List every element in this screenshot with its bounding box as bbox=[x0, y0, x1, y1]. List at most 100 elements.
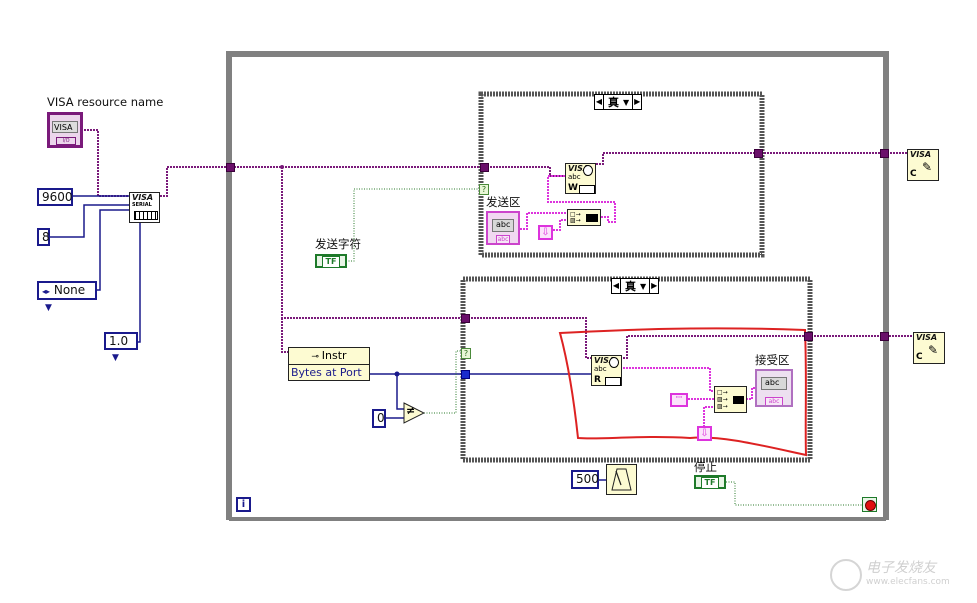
concat-inputs-icon: □→▨→▨→ bbox=[717, 389, 728, 410]
wire-visa-to-prop bbox=[281, 318, 290, 353]
case-structure-send bbox=[478, 91, 765, 258]
data-bits-constant[interactable]: 8 bbox=[37, 228, 50, 246]
node-title: VISA bbox=[910, 150, 932, 159]
string-type-footer: abc bbox=[765, 397, 783, 405]
visa-resource-value: VISA bbox=[52, 121, 78, 133]
case-tunnel-visa-out-top bbox=[754, 149, 763, 158]
end-of-line-constant-icon[interactable]: ⇩ bbox=[538, 225, 553, 240]
node-title: VISA bbox=[594, 356, 616, 365]
stop-sign-icon bbox=[865, 500, 876, 511]
close-door-icon: ✎ bbox=[928, 343, 939, 357]
concat-inputs-icon: □→▨→ bbox=[570, 211, 581, 224]
visa-close-node-2[interactable]: VISA C ✎ bbox=[913, 332, 945, 364]
visa-io-footer: I/O bbox=[56, 137, 76, 145]
case-tunnel-visa-in-bottom bbox=[461, 314, 470, 323]
node-mode: R bbox=[594, 375, 601, 385]
baud-rate-constant[interactable]: 9600 bbox=[37, 188, 73, 206]
case-tunnel-visa-out-bottom bbox=[804, 332, 813, 341]
wire-concat-out bbox=[547, 175, 616, 223]
node-subtitle: abc bbox=[594, 365, 607, 373]
wire-bytes-branch bbox=[396, 374, 404, 410]
case-selector-receive[interactable]: ◀ 真 ▼ ▶ bbox=[611, 278, 660, 294]
case-tunnel-visa-in-top bbox=[480, 163, 489, 172]
not-equal-node[interactable] bbox=[403, 402, 425, 424]
stop-bits-ring[interactable]: 1.0 ▼ bbox=[104, 332, 138, 363]
wire-visa-top-case bbox=[484, 166, 566, 177]
visa-configure-serial-node[interactable]: VISA SERIAL bbox=[129, 192, 160, 223]
node-mode: W bbox=[568, 183, 578, 193]
case-selector-terminal-bottom: ? bbox=[461, 348, 471, 359]
watermark-logo-icon bbox=[830, 559, 862, 591]
loop-tunnel-visa-out-1 bbox=[880, 149, 889, 158]
wait-ms-constant[interactable]: 500 bbox=[571, 470, 599, 489]
wait-ms-node[interactable] bbox=[606, 464, 637, 495]
parity-value: None bbox=[53, 283, 86, 297]
wire-visa-branch bbox=[281, 167, 465, 319]
concatenate-strings-node-receive[interactable]: □→▨→▨→ bbox=[714, 386, 747, 413]
clock-icon bbox=[583, 165, 593, 176]
loop-condition-terminal[interactable] bbox=[862, 497, 877, 512]
dropdown-arrow-icon: ▼ bbox=[45, 303, 52, 313]
stop-bits-value: 1.0 bbox=[109, 334, 129, 348]
node-mode: C bbox=[910, 169, 917, 179]
boolean-tf: TF bbox=[700, 477, 720, 489]
while-loop-frame bbox=[226, 51, 889, 520]
wire-databits bbox=[49, 204, 130, 238]
wire-visa-write-out bbox=[596, 152, 758, 165]
end-of-line-constant-icon[interactable]: ⇩ bbox=[697, 426, 712, 441]
prev-case-icon[interactable]: ◀ bbox=[612, 279, 621, 293]
wire-junction bbox=[394, 371, 400, 377]
case-selector-send[interactable]: ◀ 真 ▼ ▶ bbox=[594, 94, 643, 110]
zero-constant[interactable]: 0 bbox=[372, 409, 386, 428]
iteration-terminal: i bbox=[236, 497, 251, 512]
receive-area-indicator: abc abc bbox=[755, 369, 793, 407]
buffer-icon bbox=[579, 185, 595, 194]
watermark-url: www.elecfans.com bbox=[866, 577, 950, 587]
concat-output-icon bbox=[586, 214, 598, 222]
visa-write-node[interactable]: VISA abc W bbox=[565, 163, 596, 194]
send-area-value: abc bbox=[492, 219, 514, 232]
wire-visa-read-out bbox=[620, 335, 808, 359]
wire-send-text bbox=[520, 212, 567, 230]
concatenate-strings-node-send[interactable]: □→▨→ bbox=[567, 209, 601, 226]
stop-boolean[interactable]: TF bbox=[694, 475, 726, 489]
property-node[interactable]: ⊸ Instr Bytes at Port bbox=[288, 347, 370, 381]
visa-read-node[interactable]: VISA abc R bbox=[591, 355, 622, 386]
property-bytes-at-port[interactable]: Bytes at Port bbox=[291, 366, 362, 379]
send-area-label: 发送区 bbox=[486, 195, 521, 209]
string-type-footer: abc bbox=[496, 235, 510, 243]
wire-visa-bottom-case bbox=[465, 317, 592, 359]
dropdown-arrow-icon[interactable]: ▼ bbox=[640, 281, 647, 291]
loop-tunnel-visa-in bbox=[226, 163, 235, 172]
next-case-icon[interactable]: ▶ bbox=[649, 279, 658, 293]
prev-case-icon[interactable]: ◀ bbox=[595, 95, 604, 109]
increment-arrows-icon: ◂▸ bbox=[42, 287, 51, 296]
empty-string-constant[interactable]: "" bbox=[670, 393, 688, 407]
send-char-boolean[interactable]: TF bbox=[315, 254, 347, 268]
property-node-class: ⊸ Instr bbox=[289, 348, 369, 365]
visa-close-node-1[interactable]: VISA C ✎ bbox=[907, 149, 939, 181]
case-selector-value: 真 bbox=[625, 280, 636, 293]
visa-resource-label: VISA resource name bbox=[47, 95, 164, 109]
close-door-icon: ✎ bbox=[922, 160, 933, 174]
parity-ring[interactable]: ◂▸ None ▼ bbox=[37, 281, 97, 313]
wire-bytes-at-port bbox=[369, 366, 593, 375]
wire-parity bbox=[96, 209, 130, 291]
wire-stopbits bbox=[137, 223, 141, 343]
node-subtitle: abc bbox=[568, 173, 581, 181]
visa-resource-control[interactable]: VISA I/O bbox=[47, 112, 83, 148]
stop-label: 停止 bbox=[694, 460, 717, 474]
wire-junction-visa bbox=[280, 165, 284, 169]
boolean-tf: TF bbox=[321, 256, 341, 268]
next-case-icon[interactable]: ▶ bbox=[632, 95, 641, 109]
watermark-text: 电子发烧友 bbox=[866, 560, 936, 576]
wire-stop-bool bbox=[726, 481, 862, 506]
send-area-control[interactable]: abc abc bbox=[486, 211, 520, 245]
dropdown-arrow-icon: ▼ bbox=[112, 353, 119, 363]
concat-output-icon bbox=[733, 396, 744, 404]
buffer-icon bbox=[605, 377, 621, 386]
receive-area-label: 接受区 bbox=[755, 353, 790, 367]
dropdown-arrow-icon[interactable]: ▼ bbox=[623, 97, 630, 107]
node-title: VISA bbox=[568, 164, 590, 173]
